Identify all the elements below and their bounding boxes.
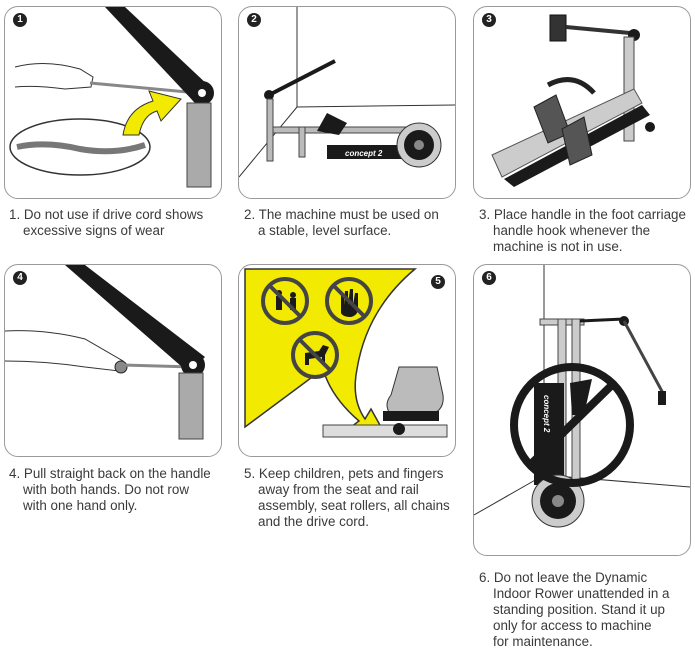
caption-line: assembly, seat rollers, all chains xyxy=(258,498,450,513)
step-4-caption: 4. Pull straight back on the handle with… xyxy=(9,466,224,514)
caption-line: 3. Place handle in the foot carriage xyxy=(479,207,686,222)
handle-in-foot-hook-drawing xyxy=(491,14,655,187)
caption-line: with both hands. Do not row xyxy=(23,482,189,497)
caption-line: excessive signs of wear xyxy=(23,223,165,238)
caption-line: only for access to machine xyxy=(493,618,652,633)
no-pets-icon xyxy=(291,331,339,379)
upright-rower-prohibited-drawing: concept 2 xyxy=(474,265,690,528)
no-hand-icon xyxy=(325,277,373,325)
step-4-illustration: 4 xyxy=(4,264,222,457)
step-6-number-badge: 6 xyxy=(482,271,496,285)
step-1-illustration: 1 xyxy=(4,6,222,199)
caption-line: away from the seat and rail xyxy=(258,482,419,497)
caption-line: a stable, level surface. xyxy=(258,223,392,238)
step-1-caption: 1. Do not use if drive cord shows excess… xyxy=(9,207,224,239)
caption-line: 6. Do not leave the Dynamic xyxy=(479,570,648,585)
caption-line: 2. The machine must be used on xyxy=(244,207,439,222)
prohibited-icon xyxy=(510,363,634,487)
caption-line: 5. Keep children, pets and fingers xyxy=(244,466,444,481)
step-3-caption: 3. Place handle in the foot carriage han… xyxy=(479,207,694,255)
step-5-caption: 5. Keep children, pets and fingers away … xyxy=(244,466,459,530)
step-6-caption: 6. Do not leave the Dynamic Indoor Rower… xyxy=(479,570,694,650)
caption-line: and the drive cord. xyxy=(258,514,369,529)
no-children-icon xyxy=(261,277,309,325)
step-3-number-badge: 3 xyxy=(482,13,496,27)
step-2-number-badge: 2 xyxy=(247,13,261,27)
caption-line: machine is not in use. xyxy=(493,239,623,254)
caption-line: standing position. Stand it up xyxy=(493,602,665,617)
keep-away-warning-drawing xyxy=(244,268,448,438)
step-3-illustration: 3 xyxy=(473,6,691,199)
caption-line: Indoor Rower unattended in a xyxy=(493,586,670,601)
caption-line: for maintenance. xyxy=(493,634,593,649)
rower-on-level-floor-drawing: concept 2 xyxy=(239,7,455,178)
step-1-number-badge: 1 xyxy=(13,13,27,27)
pull-straight-back-drawing xyxy=(5,265,205,440)
step-2-caption: 2. The machine must be used on a stable,… xyxy=(244,207,459,239)
brand-logo-text: concept 2 xyxy=(542,395,551,433)
step-6-illustration: 6 concept 2 xyxy=(473,264,691,556)
step-2-illustration: 2 concept 2 xyxy=(238,6,456,199)
step-5-illustration: 5 xyxy=(238,264,456,457)
brand-logo-text: concept 2 xyxy=(345,149,383,158)
caption-line: handle hook whenever the xyxy=(493,223,651,238)
step-5-number-badge: 5 xyxy=(431,275,445,289)
caption-line: with one hand only. xyxy=(23,498,138,513)
caption-line: 1. Do not use if drive cord shows xyxy=(9,207,204,222)
step-4-number-badge: 4 xyxy=(13,271,27,285)
drive-cord-wear-drawing xyxy=(9,7,214,188)
caption-line: 4. Pull straight back on the handle xyxy=(9,466,211,481)
